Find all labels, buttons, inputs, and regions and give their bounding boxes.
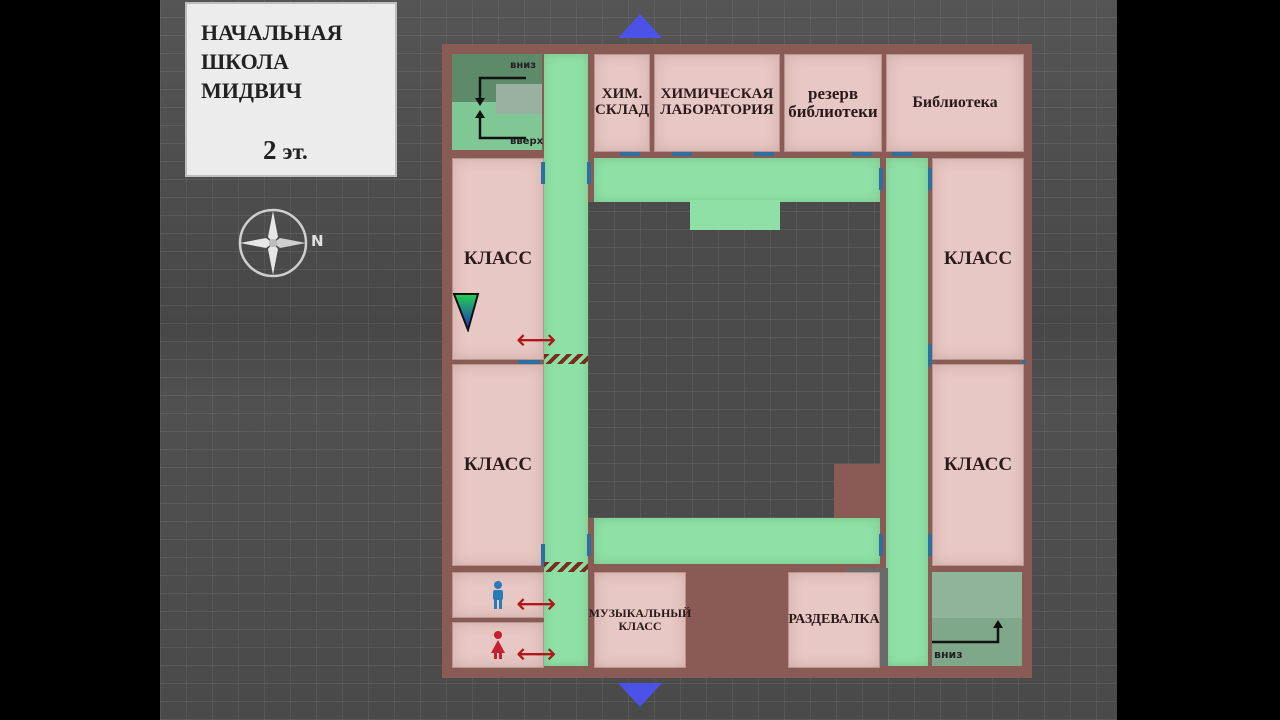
courtyard-wall-block [834,464,880,518]
room-chem-lab[interactable]: ХИМИЧЕСКАЯ ЛАБОРАТОРИЯ [654,54,780,152]
door[interactable] [672,152,692,156]
stair-down-label-se: вниз [934,648,963,661]
door[interactable] [587,534,591,556]
room-class-east-lower[interactable]: КЛАСС [932,364,1024,566]
door[interactable] [754,152,774,156]
door[interactable] [541,544,545,566]
female-restroom-icon [491,631,505,659]
door[interactable] [928,344,932,366]
door[interactable] [879,168,883,190]
room-music-class[interactable]: МУЗЫКАЛЬНЫЙ КЛАСС [589,572,691,668]
room-womens-restroom[interactable] [452,622,544,668]
door[interactable] [879,534,883,556]
door[interactable] [852,152,872,156]
stair-down-label: вниз [510,60,537,71]
room-locker[interactable]: РАЗДЕВАЛКА [788,572,880,668]
room-mens-restroom[interactable] [452,572,544,618]
courtyard [588,202,880,518]
building-floor-plan: вниз вверх ХИМ. СКЛАД ХИМИЧЕСКАЯ ЛАБОРАТ… [442,44,1032,678]
door[interactable] [587,162,591,184]
school-name: НАЧАЛЬНАЯ ШКОЛА МИДВИЧ [201,20,343,103]
room-library[interactable]: Библиотека [886,54,1024,152]
door[interactable] [541,162,545,184]
player-marker-icon [452,292,482,334]
blocked-passage [544,354,588,364]
room-class-east-upper[interactable]: КЛАСС [932,158,1024,360]
stair-upper-area [932,572,1022,618]
stair-up-label: вверх [510,136,544,147]
north-corridor-alcove-fill [690,200,780,230]
double-arrow-icon: ⟷ [516,587,557,620]
double-arrow-icon: ⟷ [516,637,557,670]
compass-north-label: N [311,232,324,250]
blocked-passage [544,562,588,572]
north-corridor [594,158,880,202]
floor-unit: эт. [282,139,308,164]
door[interactable] [1022,360,1026,364]
east-corridor [886,158,928,666]
stair-landing [496,84,542,114]
room-class-west-lower[interactable]: КЛАСС [452,364,544,566]
male-restroom-icon [493,581,503,609]
floor-number: 2 [263,135,277,165]
double-arrow-icon: ⟷ [516,323,557,356]
south-corridor [594,518,880,564]
se-stairwell[interactable]: вниз [932,572,1022,666]
door[interactable] [928,534,932,556]
room-chem-storage[interactable]: ХИМ. СКЛАД [594,54,650,152]
nw-stairwell[interactable]: вниз вверх [452,54,544,150]
door[interactable] [620,152,640,156]
triangle-up-icon[interactable] [616,12,664,40]
door[interactable] [518,360,540,364]
door[interactable] [892,152,912,156]
room-library-reserve[interactable]: резерв библиотеки [784,54,882,152]
triangle-down-icon[interactable] [616,681,664,709]
door[interactable] [928,168,932,190]
compass-icon: N [236,205,324,283]
